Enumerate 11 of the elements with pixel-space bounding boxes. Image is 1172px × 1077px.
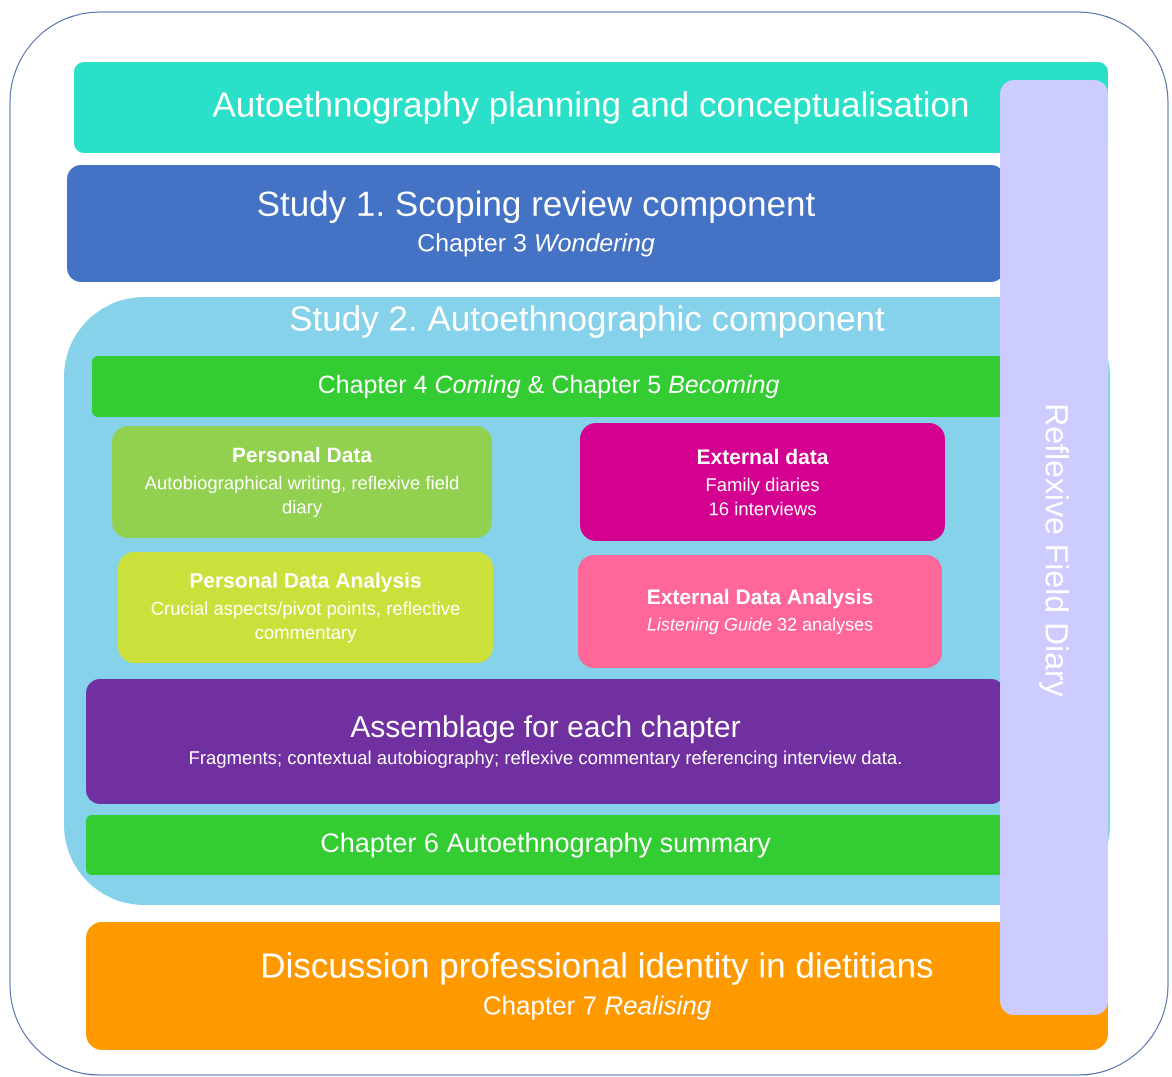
chapter-band: Chapter 4 Coming & Chapter 5 Becoming	[92, 356, 1005, 417]
analysis-box: External Data Analysis Listening Guide 32 analyses	[578, 555, 942, 668]
assemblage-band: Assemblage for each chapter Fragments; contextual autobiography; reflexive commentary referencing interview data.	[86, 679, 1005, 804]
data-box: Personal Data Autobiographical writing, reflexive field diary	[112, 426, 492, 538]
data-box: External data Family diaries 16 interviews	[580, 423, 945, 541]
analysis-box: Personal Data Analysis Crucial aspects/pivot points, reflective commentary	[118, 552, 493, 663]
study-band: Study 1. Scoping review component Chapter 3 Wondering	[67, 165, 1005, 282]
discussion-band: Discussion professional identity in dietitians Chapter 7 Realising	[86, 922, 1108, 1050]
outer-frame	[9, 11, 1169, 1076]
chapter-band: Chapter 6 Autoethnography summary	[86, 815, 1005, 875]
heading-band: Autoethnography planning and conceptualisation	[74, 62, 1108, 153]
